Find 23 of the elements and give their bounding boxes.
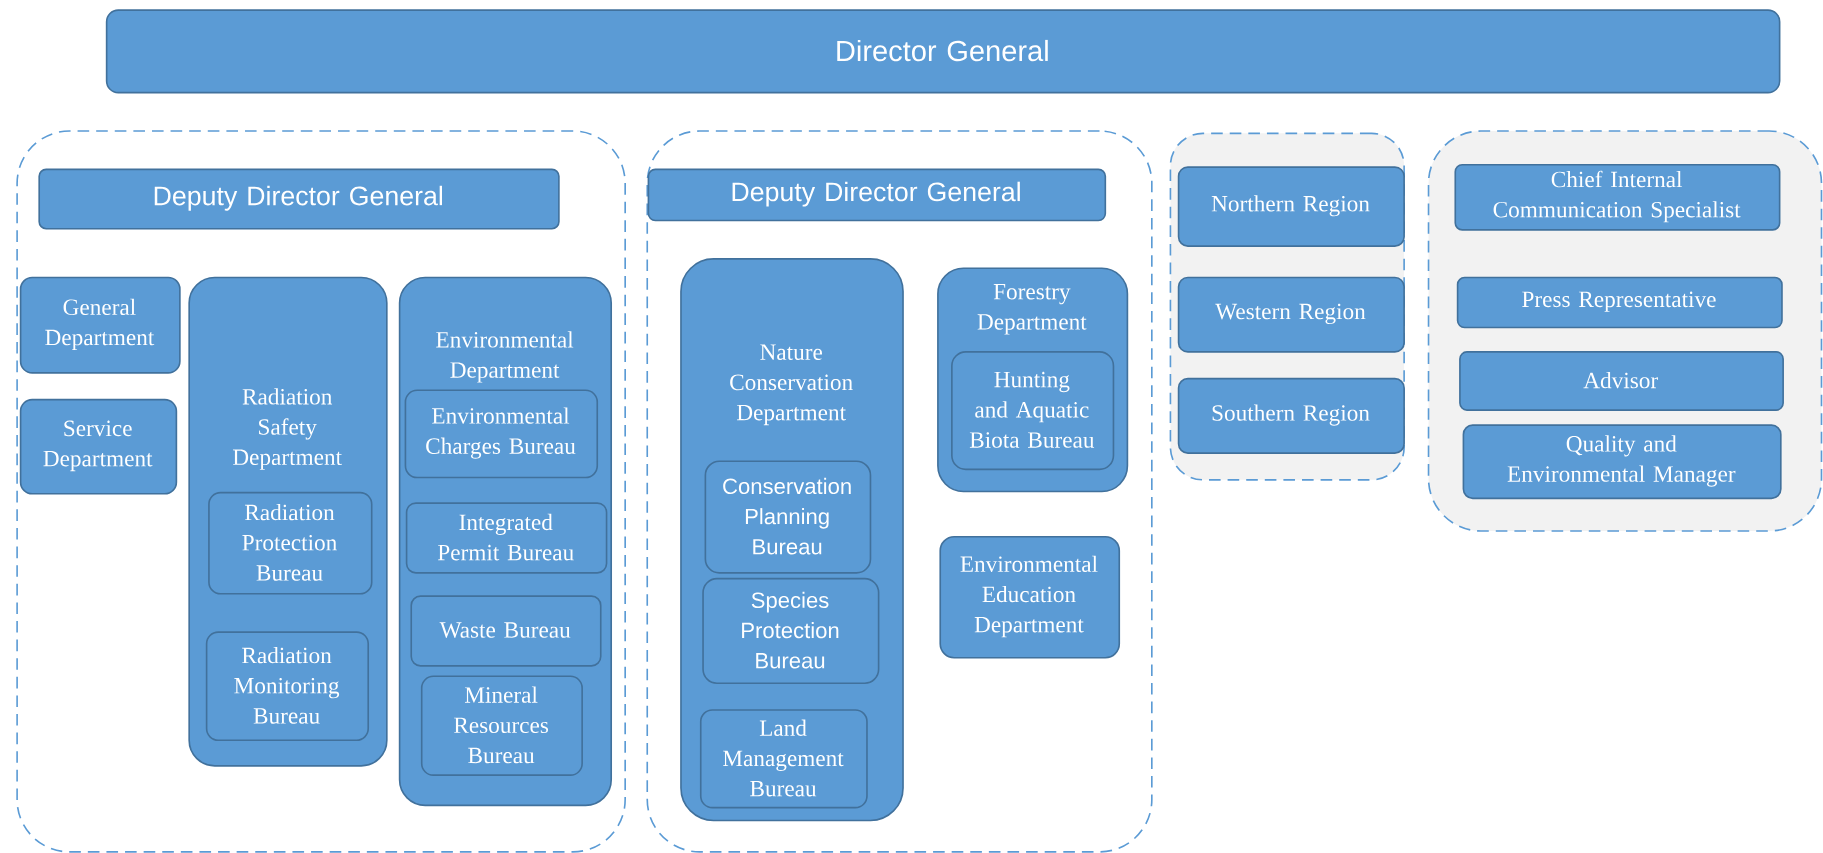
department-box: Western Region bbox=[1177, 276, 1405, 353]
department-box: General Department bbox=[19, 276, 181, 374]
bureau-box: Hunting and Aquatic Biota Bureau bbox=[951, 350, 1115, 470]
department-box: Quality and Environmental Manager bbox=[1462, 424, 1782, 500]
bureau-box: Conservation Planning Bureau bbox=[704, 460, 872, 574]
bureau-box: Radiation Protection Bureau bbox=[208, 491, 373, 595]
department-box: Advisor bbox=[1459, 350, 1784, 411]
bureau-box: Environmental Charges Bureau bbox=[404, 389, 599, 479]
department-box: Northern Region bbox=[1177, 166, 1405, 247]
bureau-box: Species Protection Bureau bbox=[702, 577, 880, 684]
department-box: Deputy Director General bbox=[647, 168, 1107, 222]
bureau-box: Waste Bureau bbox=[410, 595, 602, 667]
department-box: Director General bbox=[105, 9, 1781, 94]
department-box: Service Department bbox=[19, 398, 178, 495]
bureau-box: Integrated Permit Bureau bbox=[405, 502, 608, 574]
department-box: Chief Internal Communication Specialist bbox=[1454, 163, 1781, 231]
bureau-box: Mineral Resources Bureau bbox=[420, 675, 583, 776]
bureau-box: Radiation Monitoring Bureau bbox=[205, 631, 370, 741]
department-box: Press Representative bbox=[1456, 276, 1783, 329]
department-box: Southern Region bbox=[1177, 377, 1405, 454]
bureau-box: Land Management Bureau bbox=[699, 709, 868, 809]
department-box: Deputy Director General bbox=[38, 168, 560, 230]
department-box: Environmental Education Department bbox=[939, 535, 1121, 659]
